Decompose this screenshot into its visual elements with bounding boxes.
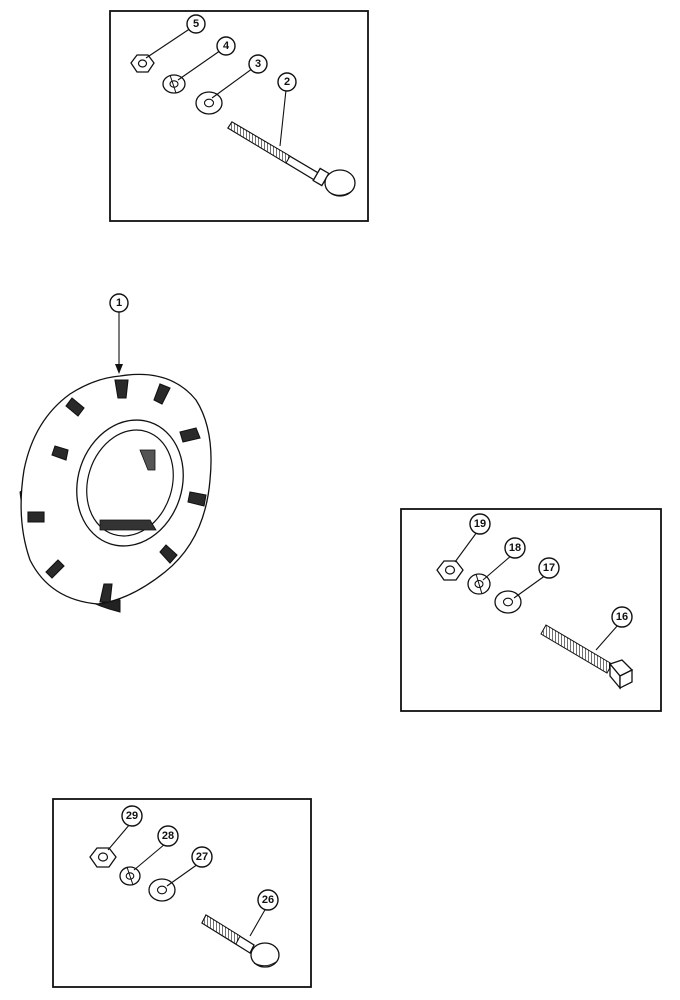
hex-nut-icon — [436, 560, 464, 581]
callout-5: 5 — [186, 14, 206, 34]
callout-28: 28 — [157, 825, 179, 847]
callout-1: 1 — [109, 293, 129, 313]
svg-text:17: 17 — [543, 562, 555, 574]
hardware-kit-box-right: 19 18 17 16 — [400, 508, 662, 712]
hardware-kit-box-top: 5 4 3 2 — [109, 10, 369, 222]
svg-text:5: 5 — [193, 18, 199, 30]
svg-text:28: 28 — [162, 830, 174, 842]
callout-17: 17 — [538, 557, 560, 579]
callout-16: 16 — [611, 606, 633, 628]
callout-2: 2 — [277, 72, 297, 92]
svg-text:19: 19 — [474, 518, 486, 530]
hardware-kit-box-bottom: 29 28 27 26 — [52, 798, 312, 988]
flat-washer-icon — [195, 91, 223, 115]
svg-text:3: 3 — [255, 58, 261, 70]
flat-washer-icon — [494, 590, 522, 614]
callout-19: 19 — [469, 513, 491, 535]
lock-washer-icon — [119, 866, 141, 886]
callout-18: 18 — [504, 537, 526, 559]
svg-text:18: 18 — [509, 542, 521, 554]
callout-27: 27 — [191, 846, 213, 868]
callout-26: 26 — [257, 889, 279, 911]
flat-washer-icon — [148, 878, 176, 902]
callout-4: 4 — [216, 36, 236, 56]
callout-29: 29 — [121, 805, 143, 827]
svg-text:26: 26 — [262, 894, 274, 906]
callout-3: 3 — [248, 54, 268, 74]
svg-text:29: 29 — [126, 810, 138, 822]
wheel-weight-icon — [19, 373, 212, 613]
svg-text:1: 1 — [116, 297, 122, 309]
square-head-bolt-icon — [540, 624, 634, 690]
hex-nut-icon — [130, 54, 155, 73]
svg-text:27: 27 — [196, 851, 208, 863]
svg-text:2: 2 — [284, 76, 290, 88]
carriage-bolt-icon — [201, 914, 280, 968]
svg-text:4: 4 — [223, 40, 230, 52]
hex-nut-icon — [89, 847, 117, 868]
svg-text:16: 16 — [616, 611, 628, 623]
carriage-bolt-icon — [227, 121, 356, 197]
